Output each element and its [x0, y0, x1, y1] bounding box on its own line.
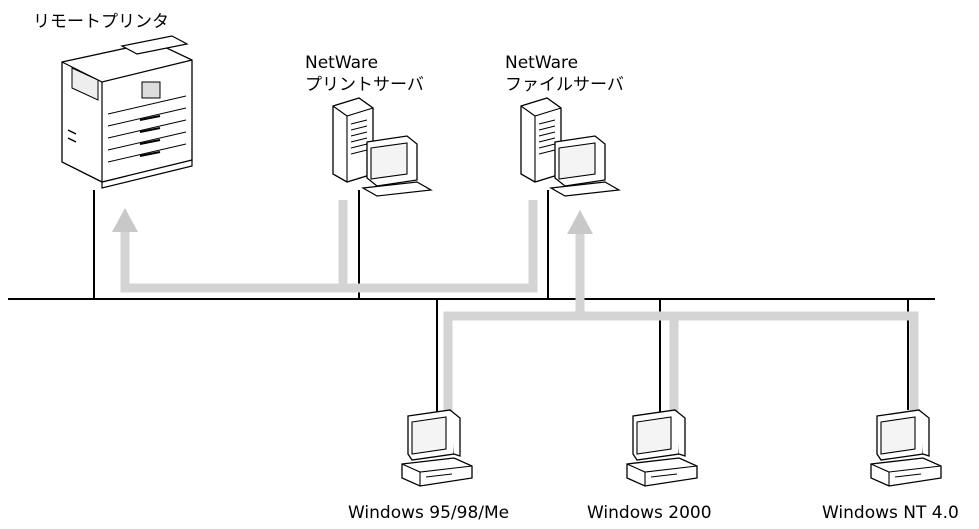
client-win9x-label: Windows 95/98/Me — [348, 503, 510, 523]
client-win2000-label: Windows 2000 — [587, 503, 712, 523]
print-server-label-line2: プリントサーバ — [305, 75, 424, 95]
client-win2000-illustration — [626, 409, 698, 487]
file-server-label-line1: NetWare — [505, 53, 579, 73]
printer-illustration — [61, 35, 193, 189]
file-server-illustration — [520, 97, 620, 197]
client-flow-path — [443, 311, 919, 412]
client-winnt-label: Windows NT 4.0 — [822, 503, 959, 523]
print-server-label-line1: NetWare — [305, 53, 379, 73]
file-server-label-line2: ファイルサーバ — [505, 75, 624, 95]
print-server-illustration — [332, 97, 432, 197]
file-server-arrow — [567, 210, 593, 234]
print-flow-path — [120, 200, 348, 293]
client-winnt-illustration — [870, 409, 942, 487]
client-win9x-illustration — [401, 409, 473, 487]
printer-arrow — [112, 208, 138, 232]
remote-printer-label: リモートプリンタ — [33, 12, 169, 32]
